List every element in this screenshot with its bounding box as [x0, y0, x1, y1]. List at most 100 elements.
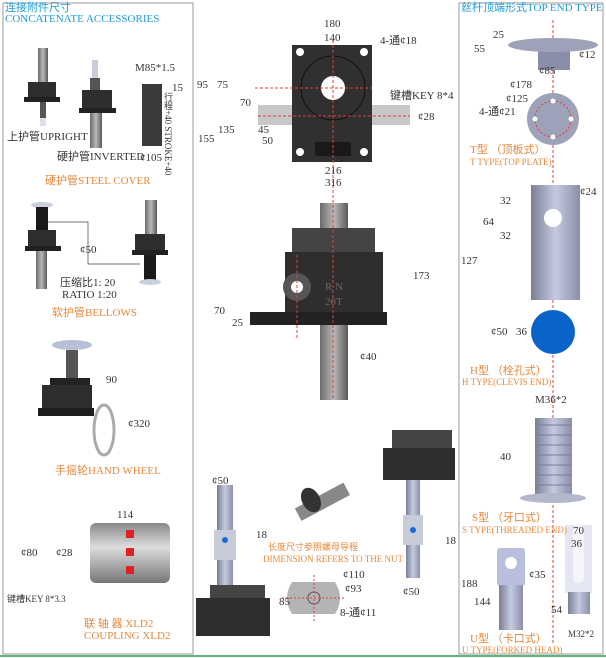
dia-105: ¢105 — [140, 152, 162, 164]
top-155: 155 — [198, 133, 215, 145]
u-type-drawing — [497, 525, 592, 630]
ratio-cn: 压缩比1: 20 — [60, 277, 116, 289]
side-173: 173 — [413, 270, 430, 282]
u-188: 188 — [461, 578, 478, 590]
upright-label: 上护管UPRIGHT — [7, 131, 88, 143]
ballscrew-right-drawing — [383, 430, 455, 578]
h-type-drawing — [531, 185, 580, 354]
right-title: 丝杆顶端形式TOP END TYPE — [461, 2, 603, 14]
top-216: 216 — [325, 165, 342, 177]
nut-18-right: 18 — [445, 535, 456, 547]
top-holes: 4-通¢18 — [380, 35, 417, 47]
upright-jack-image — [24, 48, 60, 126]
coupling-114: 114 — [117, 509, 134, 521]
h-64: 64 — [483, 216, 494, 228]
nut-flange-drawing — [282, 575, 346, 622]
bellows-caption: 软护管BELLOWS — [52, 307, 137, 319]
top-50: 50 — [262, 135, 273, 147]
stroke-dimension: 行程+40 STROKE+40 — [163, 92, 173, 176]
t-caption-en: T TYPE(TOP PLATE) — [470, 157, 552, 167]
h-32-top: 32 — [500, 195, 511, 207]
hand-wheel-jack-image — [38, 340, 116, 457]
side-25: 25 — [232, 317, 243, 329]
top-45: 45 — [258, 124, 269, 136]
inverted-label: 硬护管INVERTED — [57, 151, 145, 163]
hand-wheel-90: 90 — [106, 374, 117, 386]
h-caption-en: H TYPE(CLEVIS END) — [462, 377, 552, 387]
t-25: 25 — [493, 29, 504, 41]
panel-right-frame — [458, 2, 604, 655]
flange-85: 85 — [279, 596, 290, 608]
thread-dimension: M85*1.5 — [135, 62, 176, 74]
h-dia-24: ¢24 — [580, 186, 597, 198]
nut-dia-50-right: ¢50 — [403, 586, 420, 598]
t-holes: 4-通¢21 — [479, 106, 516, 118]
inverted-jack-image — [79, 60, 116, 148]
top-70: 70 — [240, 97, 251, 109]
t-55: 55 — [474, 43, 485, 55]
u-caption-cn: U型 （卡口式） — [470, 633, 547, 645]
nut-note-cn: 长度尺寸参照螺母导程 — [268, 542, 359, 552]
ballnut-image — [294, 482, 351, 521]
s-caption-cn: S型 （牙口式） — [472, 512, 547, 524]
u-70: 70 — [573, 525, 584, 537]
top-dia-28: ¢28 — [418, 111, 435, 123]
u-thread: M32*2 — [568, 629, 595, 639]
h-127: 127 — [461, 255, 478, 267]
top-view-drawing — [255, 40, 410, 200]
u-54: 54 — [551, 604, 562, 616]
flange-holes: 8-通¢11 — [340, 607, 377, 619]
top-95: 95 — [197, 79, 208, 91]
s-thread: M36*2 — [535, 394, 567, 406]
top-180: 180 — [324, 18, 341, 30]
t-dia-12: ¢12 — [579, 49, 596, 61]
left-title-cn: 连接附件尺寸 — [5, 2, 71, 14]
hand-wheel-dia: ¢320 — [128, 418, 150, 430]
h-36: 36 — [516, 326, 527, 338]
h-caption-cn: H型 （栓孔式） — [470, 365, 547, 377]
top-key: 键槽KEY 8*4 — [390, 90, 454, 102]
hand-wheel-caption: 手摇轮HAND WHEEL — [55, 465, 161, 477]
u-caption-en: U TYPE(FORKED HEAD) — [462, 645, 563, 655]
t-caption-cn: T型 （顶板式） — [470, 144, 546, 156]
t-type-drawing — [508, 38, 598, 145]
bellows-dia-50: ¢50 — [80, 244, 97, 256]
coupling-caption-cn: 联 轴 器 XLD2 — [84, 618, 154, 630]
top-75: 75 — [217, 79, 228, 91]
s-40: 40 — [500, 451, 511, 463]
u-dia-35: ¢35 — [529, 569, 546, 581]
h-dia-50: ¢50 — [491, 326, 508, 338]
s-type-drawing — [520, 418, 586, 503]
top-135: 135 — [218, 124, 235, 136]
ballscrew-left-drawing — [196, 485, 270, 636]
coupling-key: 键槽KEY 8*3.3 — [7, 594, 66, 604]
nut-dia-50-left: ¢50 — [212, 475, 229, 487]
nut-note-en: DIMENSION REFERS TO THE NUT — [263, 554, 404, 564]
s-caption-en: S TYPE(THREADED END) — [462, 525, 567, 535]
top-140: 140 — [324, 32, 341, 44]
hand-wheel-icon — [92, 403, 116, 457]
coupling-dia-28: ¢28 — [56, 547, 73, 559]
coupling-dia-80: ¢80 — [21, 547, 38, 559]
steel-cover-image — [142, 84, 162, 146]
coupling-image — [90, 523, 170, 583]
flange-dia-110: ¢110 — [343, 569, 365, 581]
h-32-bottom: 32 — [500, 230, 511, 242]
panel-left-frame — [2, 2, 194, 655]
coupling-caption-en: COUPLING XLD2 — [84, 630, 171, 642]
flange-dia-93: ¢93 — [345, 583, 362, 595]
bellows-jack-image — [25, 202, 61, 289]
u-36: 36 — [571, 538, 582, 550]
t-dia-178: ¢178 — [510, 79, 532, 91]
steel-cover-caption: 硬护管STEEL COVER — [45, 175, 151, 187]
bellows-inverted-jack-image — [132, 200, 168, 285]
nut-18-left: 18 — [256, 529, 267, 541]
side-mark-2: 20T — [325, 296, 343, 308]
t-dia-85: ¢85 — [539, 65, 556, 77]
side-view-drawing — [250, 190, 387, 400]
side-dia-40: ¢40 — [360, 351, 377, 363]
u-144: 144 — [474, 596, 491, 608]
top-316: 316 — [325, 177, 342, 189]
